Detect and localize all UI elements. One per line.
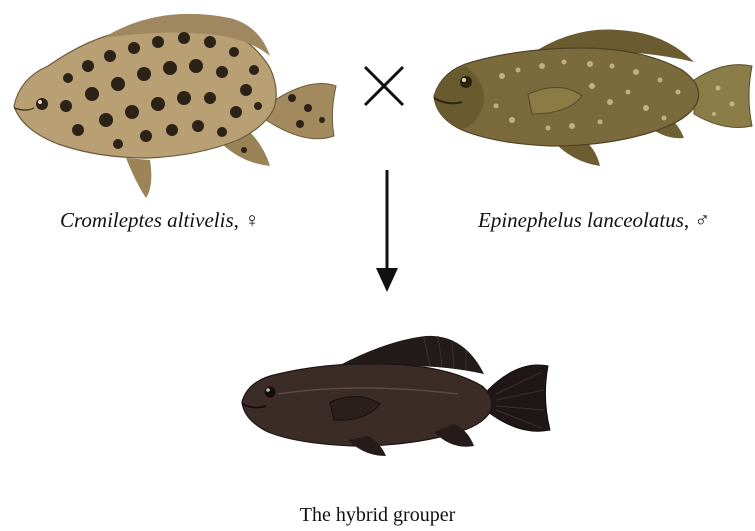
cromileptes-altivelis-fish-image	[8, 8, 343, 203]
male-sex-symbol: ♂	[694, 208, 710, 232]
male-parent-caption: Epinephelus lanceolatus, ♂	[478, 208, 710, 233]
fish-silhouette	[242, 336, 550, 456]
female-parent-caption: Cromileptes altivelis, ♀	[60, 208, 260, 233]
female-sex-symbol: ♀	[244, 208, 260, 232]
hybrid-grouper-fish-image	[238, 332, 556, 462]
caption-separator: ,	[684, 208, 695, 232]
female-species-name: Cromileptes altivelis	[60, 208, 234, 232]
epinephelus-lanceolatus-fish-image	[432, 22, 755, 172]
down-arrow-icon	[372, 168, 402, 294]
hybrid-grouper-caption: The hybrid grouper	[0, 504, 755, 527]
caption-separator: ,	[234, 208, 245, 232]
fish-silhouette	[14, 14, 336, 198]
male-species-name: Epinephelus lanceolatus	[478, 208, 684, 232]
cross-symbol	[362, 64, 406, 108]
fish-silhouette	[434, 30, 752, 166]
